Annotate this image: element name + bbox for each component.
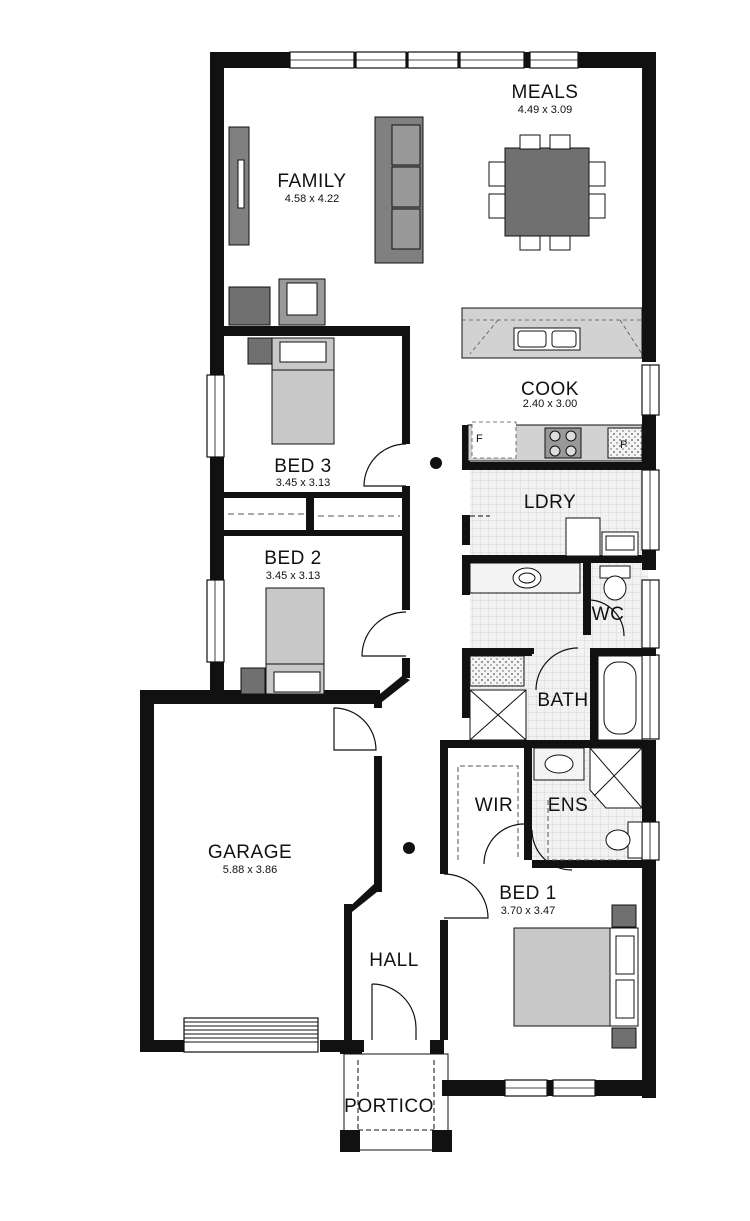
room-name-bed1: BED 1	[499, 883, 556, 904]
kitchen-island	[461, 307, 643, 359]
kitchen-bench	[467, 421, 643, 462]
window-glazing	[214, 59, 651, 1089]
room-name-portico: PORTICO	[344, 1096, 434, 1117]
smoke-detector-icon	[430, 457, 442, 469]
room-name-ldry: LDRY	[524, 492, 576, 513]
shower-bath	[469, 655, 527, 741]
room-dims-family: 4.58 x 4.22	[285, 193, 339, 205]
room-name-meals: MEALS	[512, 82, 579, 103]
windows	[183, 51, 660, 1097]
room-name-wir: WIR	[475, 795, 513, 816]
room-name-family: FAMILY	[277, 171, 346, 192]
bed3-robe	[228, 513, 400, 517]
room-name-bed3: BED 3	[274, 456, 331, 477]
room-dims-garage: 5.88 x 3.86	[223, 864, 277, 876]
family-armchairs	[228, 278, 326, 326]
room-name-bath: BATH	[537, 690, 588, 711]
portico-outline	[343, 1053, 449, 1151]
room-dims-meals: 4.49 x 3.09	[518, 104, 572, 116]
bed2-bed	[240, 587, 325, 695]
doors	[333, 443, 625, 1040]
laundry-fixtures	[470, 515, 639, 557]
room-dims-cook: 2.40 x 3.00	[523, 398, 577, 410]
room-name-bed2: BED 2	[264, 548, 321, 569]
pantry-label: P	[620, 439, 627, 451]
room-name-garage: GARAGE	[208, 842, 292, 863]
room-dims-bed2: 3.45 x 3.13	[266, 570, 320, 582]
garage-door	[184, 1021, 318, 1043]
meals-table	[488, 134, 606, 251]
ensuite-fixtures	[533, 747, 643, 859]
bathtub	[597, 655, 643, 741]
room-name-wc: WC	[592, 604, 625, 625]
tv-unit	[228, 126, 250, 246]
internal-walls	[210, 326, 656, 1040]
vanity-basin	[469, 562, 581, 594]
wir-shelves	[457, 765, 620, 861]
smoke-detector-icon	[403, 842, 415, 854]
fridge-label: F	[476, 433, 483, 445]
family-sofa	[374, 116, 424, 264]
wc-toilet	[599, 565, 631, 601]
room-name-cook: COOK	[521, 379, 579, 400]
room-dims-bed1: 3.70 x 3.47	[501, 905, 555, 917]
bed3-bed	[247, 337, 335, 445]
room-dims-bed3: 3.45 x 3.13	[276, 477, 330, 489]
bed1-bed	[513, 904, 639, 1049]
room-name-ens: ENS	[548, 795, 589, 816]
room-name-hall: HALL	[369, 950, 419, 971]
